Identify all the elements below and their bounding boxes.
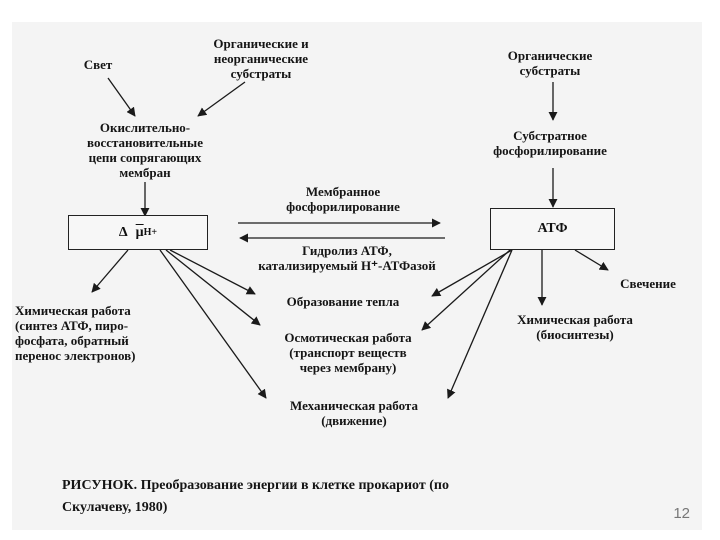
label-mechanical-work: Механическая работа (движение) — [290, 398, 418, 428]
label-chemical-work-right: Химическая работа (биосинтезы) — [517, 312, 633, 342]
mu-subscript: Н — [143, 227, 152, 238]
label-glow: Свечение — [620, 276, 676, 291]
atp-label: АТФ — [537, 221, 568, 236]
arrow-proton-to-chemical-work — [91, 249, 129, 293]
label-organic-substrates: Органические субстраты — [507, 48, 593, 78]
label-redox-chains: Окислительно- восстановительные цепи соп… — [87, 120, 203, 180]
label-atp-hydrolysis: Гидролиз АТФ, катализируемый Н⁺-АТФазой — [258, 243, 436, 273]
atp-box: АТФ — [490, 208, 615, 250]
arrow-atp-to-mechanical — [447, 249, 513, 399]
label-chemical-work-left: Химическая работа (синтез АТФ, пиро- фос… — [15, 303, 136, 363]
label-substrate-phosphorylation: Субстратное фосфорилирование — [493, 128, 607, 158]
arrow-proton-to-osmotic — [165, 249, 261, 326]
label-light: Свет — [83, 57, 113, 72]
page-number: 12 — [673, 505, 690, 522]
arrow-atp-to-glow — [574, 249, 609, 271]
arrow-atp-to-heat — [431, 249, 513, 297]
arrow-atp-to-osmotic — [421, 249, 511, 331]
figure-caption: РИСУНОК. Преобразование энергии в клетке… — [62, 478, 449, 515]
scanned-figure — [12, 22, 702, 530]
proton-gradient-box: Δ μ Н + — [68, 215, 208, 250]
arrow-proton-to-mechanical — [159, 249, 267, 399]
mu-symbol: μ — [135, 224, 144, 240]
label-membrane-phosphorylation: Мембранное фосфорилирование — [286, 184, 400, 214]
arrow-proton-to-heat — [169, 249, 256, 295]
mu-superscript: + — [151, 227, 158, 238]
delta-symbol: Δ — [118, 224, 128, 240]
label-osmotic-work: Осмотическая работа (транспорт веществ ч… — [284, 330, 412, 375]
label-heat-formation: Образование тепла — [286, 294, 400, 309]
arrow-light-to-redox — [107, 77, 136, 117]
arrow-substrates-to-redox — [197, 81, 246, 117]
label-organic-inorganic-substrates: Органические и неорганические субстраты — [213, 36, 309, 81]
